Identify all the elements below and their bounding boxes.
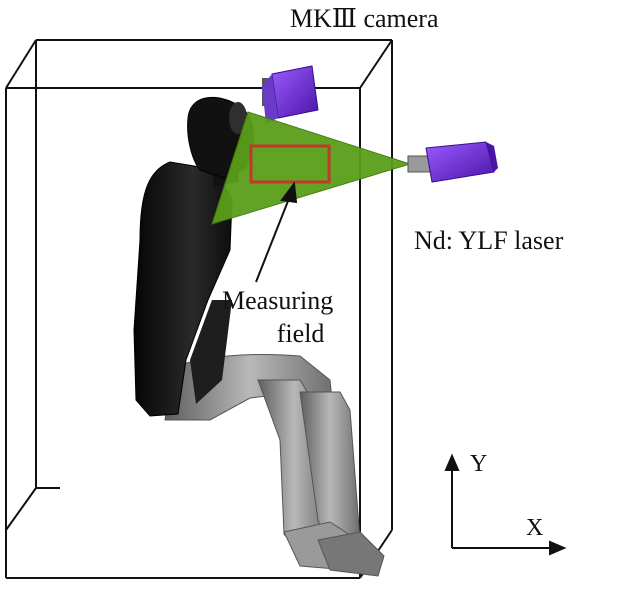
camera-label: MKⅢ camera xyxy=(290,4,439,33)
x-axis-label: X xyxy=(526,515,544,541)
measuring-field-label-line1: Measuring xyxy=(222,286,334,315)
coordinate-axes xyxy=(444,453,567,556)
test-chamber-box xyxy=(5,39,393,579)
manikin-body xyxy=(133,96,254,417)
laser-label: Nd: YLF laser xyxy=(414,226,564,255)
y-axis-label: Y xyxy=(470,451,488,477)
measuring-field-label: Measuring field xyxy=(222,285,333,350)
laser-device xyxy=(407,141,498,183)
measuring-field-arrow xyxy=(255,181,298,283)
camera-device xyxy=(262,65,319,124)
measuring-field-label-line2: field xyxy=(276,318,325,348)
laser-light-sheet xyxy=(211,111,412,225)
measuring-field-frame xyxy=(249,144,331,184)
